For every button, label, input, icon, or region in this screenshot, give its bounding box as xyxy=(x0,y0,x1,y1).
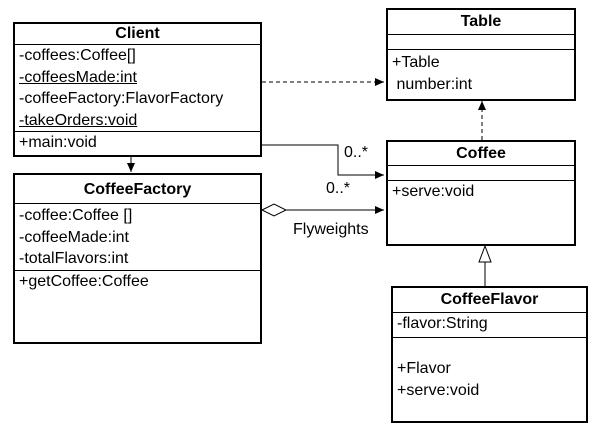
class-coffee: Coffee +serve:void xyxy=(386,140,576,246)
class-coffee-methods: +serve:void xyxy=(388,180,574,203)
factory-attr-coffee: -coffee:Coffee [] xyxy=(19,207,133,224)
class-client: Client -coffees:Coffee[] -coffeesMade:in… xyxy=(13,22,262,157)
generalization-triangle xyxy=(478,244,492,263)
class-coffee-flavor-name: CoffeeFlavor xyxy=(440,291,539,308)
class-client-name: Client xyxy=(115,25,160,42)
class-coffee-flavor-methods: +Flavor +serve:void xyxy=(393,337,586,401)
class-table-methods: +Table number:int xyxy=(388,49,574,95)
table-attr-number: number:int xyxy=(392,75,473,93)
aggregation-diamond xyxy=(260,203,288,217)
flavor-method-constructor: +Flavor xyxy=(397,360,451,377)
client-attr-coffees-made: -coffeesMade:int xyxy=(19,68,137,86)
factory-method-get-coffee: +getCoffee:Coffee xyxy=(19,272,149,290)
client-method-main: +main:void xyxy=(19,134,97,151)
class-client-attributes: -coffees:Coffee[] -coffeesMade:int -coff… xyxy=(15,44,260,131)
client-attr-take-orders: -takeOrders:void xyxy=(19,111,138,129)
class-coffee-flavor-attributes: -flavor:String xyxy=(393,312,586,337)
flavor-method-serve: +serve:void xyxy=(397,381,480,399)
class-coffee-flavor: CoffeeFlavor -flavor:String +Flavor +ser… xyxy=(391,286,588,423)
table-method-constructor: +Table xyxy=(392,54,440,71)
client-attr-coffee-factory: -coffeeFactory:FlavorFactory xyxy=(19,90,224,107)
factory-coffee-multiplicity: 0..* xyxy=(326,180,351,197)
class-coffee-attributes xyxy=(388,165,574,180)
client-coffee-multiplicity: 0..* xyxy=(344,144,369,161)
factory-coffee-role-label: Flyweights xyxy=(293,221,369,238)
client-attr-coffees: -coffees:Coffee[] xyxy=(19,47,136,64)
class-client-methods: +main:void xyxy=(15,131,260,154)
class-coffee-name: Coffee xyxy=(456,145,506,162)
class-coffee-factory-attributes: -coffee:Coffee [] -coffeeMade:int -total… xyxy=(15,203,260,270)
factory-attr-coffee-made: -coffeeMade:int xyxy=(19,228,129,246)
class-table: Table +Table number:int xyxy=(386,8,576,101)
client-coffee-association xyxy=(262,144,384,179)
coffee-method-serve: +serve:void xyxy=(392,183,475,200)
class-table-name: Table xyxy=(460,13,502,30)
class-coffee-factory-name: CoffeeFactory xyxy=(83,181,192,198)
flavor-attr-flavor: -flavor:String xyxy=(397,315,488,332)
class-coffee-factory: CoffeeFactory -coffee:Coffee [] -coffeeM… xyxy=(13,173,262,344)
class-table-attributes xyxy=(388,34,574,49)
factory-attr-total-flavors: -totalFlavors:int xyxy=(19,250,129,267)
class-coffee-factory-methods: +getCoffee:Coffee xyxy=(15,269,260,293)
